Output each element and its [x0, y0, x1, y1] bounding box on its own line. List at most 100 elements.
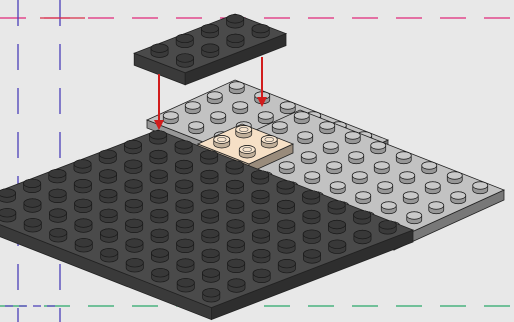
stud [99, 170, 116, 184]
stud [150, 170, 167, 184]
stud [100, 229, 117, 243]
stud [176, 54, 193, 68]
stud [354, 211, 371, 225]
stud [0, 208, 16, 222]
stud [272, 122, 287, 134]
stud [201, 190, 218, 204]
stud [24, 179, 41, 193]
stud [175, 160, 192, 174]
placement-arrow-left [154, 74, 164, 130]
stud [175, 141, 192, 155]
stud [239, 146, 255, 159]
stud [252, 24, 269, 38]
stud [189, 122, 204, 134]
stud [279, 162, 294, 174]
stud [371, 142, 386, 154]
stud [227, 14, 244, 28]
stud [50, 228, 67, 242]
stud [228, 259, 245, 273]
stud [303, 250, 320, 264]
stud [278, 220, 295, 234]
stud [374, 162, 389, 174]
stud [327, 162, 342, 174]
stud [447, 172, 462, 184]
stud [407, 212, 422, 224]
stud [298, 132, 313, 144]
stud [378, 182, 393, 194]
stud [349, 152, 364, 164]
stud [125, 199, 142, 213]
stud [425, 182, 440, 194]
stud [328, 201, 345, 215]
stud [125, 160, 142, 174]
stud [151, 249, 168, 263]
stud [226, 180, 243, 194]
stud [150, 150, 167, 164]
stud [253, 249, 270, 263]
stud [253, 269, 270, 283]
stud [24, 218, 41, 232]
stud [303, 191, 320, 205]
stud [301, 152, 316, 164]
stud [202, 249, 219, 263]
stud [24, 199, 41, 213]
stud [177, 239, 194, 253]
stud [177, 259, 194, 273]
stud [203, 288, 220, 302]
stud [151, 209, 168, 223]
stud [49, 209, 66, 223]
stud [152, 268, 169, 282]
stud [252, 171, 269, 185]
stud [227, 220, 244, 234]
stud [356, 192, 371, 204]
stud [125, 180, 142, 194]
stud [330, 182, 345, 194]
stud [227, 200, 244, 214]
stud [185, 102, 200, 114]
stud [177, 278, 194, 292]
stud [227, 239, 244, 253]
stud [229, 82, 244, 94]
stud [126, 239, 143, 253]
stud [74, 160, 91, 174]
stud [202, 269, 219, 283]
stud [202, 44, 219, 58]
stud [379, 221, 396, 235]
stud [75, 238, 92, 252]
stud [201, 24, 218, 38]
stud [278, 240, 295, 254]
stud [429, 202, 444, 214]
stud [354, 230, 371, 244]
stud [150, 190, 167, 204]
stud [75, 219, 92, 233]
stud [202, 229, 219, 243]
stud [226, 161, 243, 175]
placement-arrow-right [257, 57, 267, 107]
stud [329, 240, 346, 254]
stud [305, 172, 320, 184]
stud [236, 126, 252, 139]
stud [422, 162, 437, 174]
stud [74, 179, 91, 193]
dark-gray-plate-2x4 [134, 14, 286, 85]
stud [277, 200, 294, 214]
stud [328, 220, 345, 234]
stud [0, 189, 16, 203]
stud [75, 199, 92, 213]
stud [345, 132, 360, 144]
stud [233, 102, 248, 114]
stud [252, 190, 269, 204]
stud [252, 210, 269, 224]
stud [49, 189, 66, 203]
stud [303, 230, 320, 244]
stud [277, 181, 294, 195]
stud [176, 34, 193, 48]
stud [381, 202, 396, 214]
stud [252, 230, 269, 244]
stud [280, 102, 295, 114]
stud [201, 170, 218, 184]
stud [451, 192, 466, 204]
stud [403, 192, 418, 204]
stud [126, 219, 143, 233]
